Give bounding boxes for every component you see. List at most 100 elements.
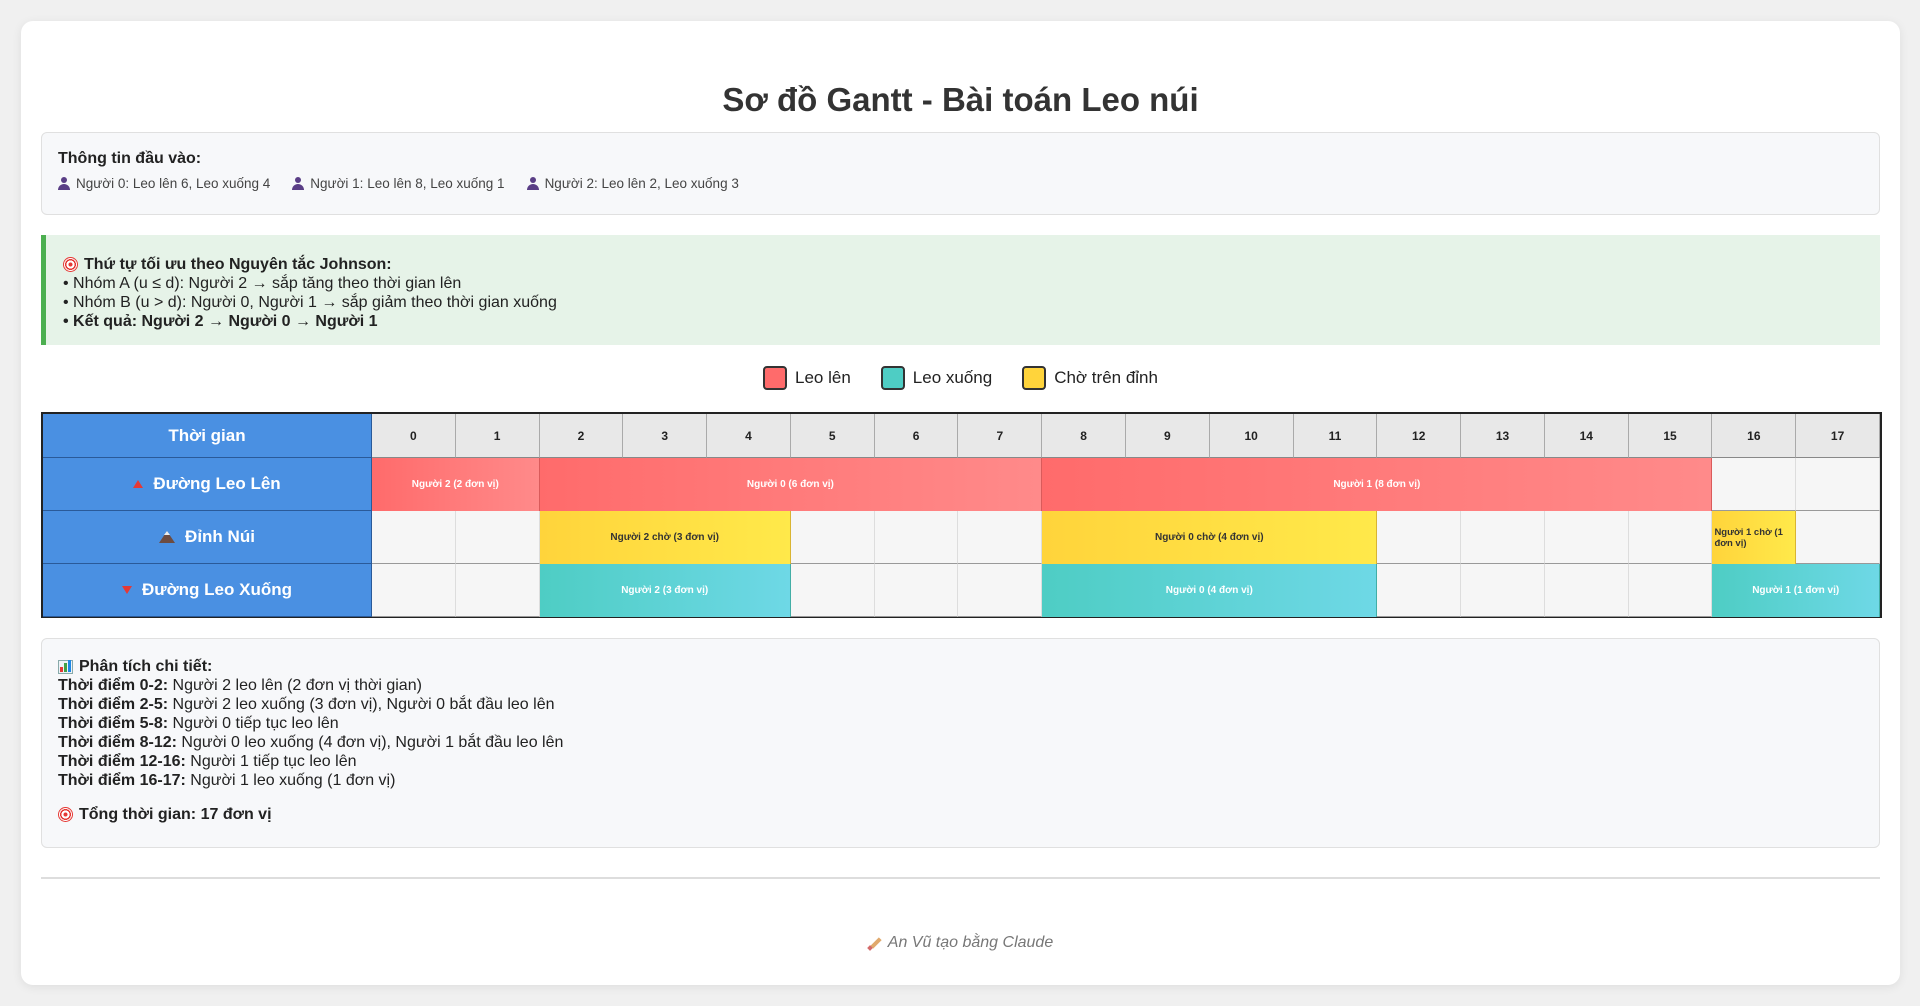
time-tick: 8 <box>1042 414 1126 458</box>
person-item: Người 1: Leo lên 8, Leo xuống 1 <box>292 176 505 191</box>
gantt-bar: Người 2 (2 đơn vị) <box>372 458 540 511</box>
legend-item-up: Leo lên <box>763 366 851 390</box>
analysis-text: Người 1 leo xuống (1 đơn vị) <box>185 772 396 789</box>
grid-cell <box>874 564 959 617</box>
time-tick: 1 <box>455 414 540 458</box>
lane-label: Đường Leo Xuống <box>43 564 372 617</box>
time-tick: 12 <box>1377 414 1462 458</box>
johnson-group-b: • Nhóm B (u > d): Người 0, Người 1 → sắp… <box>63 294 557 311</box>
analysis-line: Thời điểm 5-8: Người 0 tiếp tục leo lên <box>58 714 1879 733</box>
time-tick: 2 <box>539 414 624 458</box>
grid-cell <box>1796 458 1880 511</box>
analysis-time: Thời điểm 5-8: <box>58 715 169 732</box>
person-icon <box>526 177 539 190</box>
person-icon <box>292 177 305 190</box>
analysis-line: Thời điểm 2-5: Người 2 leo xuống (3 đơn … <box>58 695 1879 714</box>
page-title: Sơ đồ Gantt - Bài toán Leo núi <box>722 81 1199 118</box>
time-tick: 3 <box>623 414 708 458</box>
analysis-time: Thời điểm 0-2: <box>58 677 169 694</box>
grid-cell <box>1628 564 1713 617</box>
analysis-time: Thời điểm 12-16: <box>58 753 186 770</box>
time-tick: 15 <box>1628 414 1713 458</box>
time-tick: 14 <box>1544 414 1629 458</box>
mountain-icon <box>159 531 176 543</box>
footer-divider <box>41 877 1880 879</box>
analysis-panel: Phân tích chi tiết: Thời điểm 0-2: Người… <box>41 638 1880 848</box>
gantt-bar: Người 1 chờ (1 đơn vị) <box>1712 511 1797 564</box>
main-card: Sơ đồ Gantt - Bài toán Leo núi Thông tin… <box>21 21 1900 985</box>
time-tick: 17 <box>1796 414 1880 458</box>
grid-cell <box>1628 511 1713 564</box>
input-info-title: Thông tin đầu vào: <box>58 150 202 167</box>
johnson-group-a: • Nhóm A (u ≤ d): Người 2 → sắp tăng the… <box>63 275 462 292</box>
time-tick: 6 <box>874 414 959 458</box>
gantt-bar: Người 1 (8 đơn vị) <box>1042 458 1713 511</box>
legend-label-up: Leo lên <box>795 368 851 387</box>
analysis-text: Người 1 tiếp tục leo lên <box>185 753 357 770</box>
grid-cell <box>1796 511 1880 564</box>
grid-cell <box>958 564 1043 617</box>
time-tick: 9 <box>1126 414 1210 458</box>
grid-cell <box>1461 511 1545 564</box>
lane-label: Đường Leo Lên <box>43 458 372 511</box>
gantt-bar: Người 2 chờ (3 đơn vị) <box>539 511 791 564</box>
grid-cell <box>1544 511 1629 564</box>
grid-cell <box>1377 564 1462 617</box>
grid-cell <box>958 511 1043 564</box>
legend-swatch-up <box>763 366 788 390</box>
legend-item-wait: Chờ trên đỉnh <box>1022 366 1158 390</box>
grid-cell <box>372 564 456 617</box>
analysis-time: Thời điểm 16-17: <box>58 772 186 789</box>
time-header-label: Thời gian <box>43 414 372 458</box>
chart-legend: Leo lên Leo xuống Chờ trên đỉnh <box>21 366 1900 390</box>
johnson-panel: Thứ tự tối ưu theo Nguyên tắc Johnson: •… <box>41 235 1880 345</box>
analysis-line: Thời điểm 0-2: Người 2 leo lên (2 đơn vị… <box>58 676 1879 695</box>
lane-name: Đỉnh Núi <box>185 527 255 546</box>
johnson-result: • Kết quả: Người 2 → Người 0 → Người 1 <box>63 313 378 330</box>
analysis-text: Người 2 leo xuống (3 đơn vị), Người 0 bắ… <box>168 696 555 713</box>
person-item: Người 0: Leo lên 6, Leo xuống 4 <box>58 176 270 191</box>
grid-cell <box>372 511 456 564</box>
gantt-bar: Người 0 chờ (4 đơn vị) <box>1042 511 1378 564</box>
grid-cell <box>874 511 959 564</box>
analysis-title-row: Phân tích chi tiết: <box>58 657 1879 676</box>
lane-name: Đường Leo Lên <box>153 474 281 493</box>
grid-cell <box>455 564 540 617</box>
person-text: Người 1: Leo lên 8, Leo xuống 1 <box>310 176 505 191</box>
grid-cell <box>1461 564 1545 617</box>
grid-cell <box>790 511 875 564</box>
person-item: Người 2: Leo lên 2, Leo xuống 3 <box>526 176 739 191</box>
time-tick: 0 <box>372 414 456 458</box>
analysis-text: Người 0 leo xuống (4 đơn vị), Người 1 bắ… <box>176 734 564 751</box>
analysis-total-row: Tổng thời gian: 17 đơn vị <box>58 805 1879 824</box>
target-icon <box>58 807 73 822</box>
analysis-lines: Thời điểm 0-2: Người 2 leo lên (2 đơn vị… <box>58 676 1879 790</box>
legend-label-wait: Chờ trên đỉnh <box>1054 368 1158 387</box>
lane-name: Đường Leo Xuống <box>142 580 292 599</box>
lane-label: Đỉnh Núi <box>43 511 372 564</box>
footer: An Vũ tạo bằng Claude <box>21 934 1900 952</box>
person-text: Người 0: Leo lên 6, Leo xuống 4 <box>76 176 271 191</box>
person-text: Người 2: Leo lên 2, Leo xuống 3 <box>544 176 739 191</box>
johnson-title: Thứ tự tối ưu theo Nguyên tắc Johnson: <box>84 256 392 273</box>
analysis-text: Người 0 tiếp tục leo lên <box>168 715 339 732</box>
time-tick: 7 <box>958 414 1043 458</box>
legend-label-down: Leo xuống <box>912 368 993 387</box>
target-icon <box>63 257 78 272</box>
johnson-title-row: Thứ tự tối ưu theo Nguyên tắc Johnson: <box>63 255 1880 274</box>
pencil-icon <box>868 936 882 950</box>
input-info-panel: Thông tin đầu vào: Người 0: Leo lên 6, L… <box>41 132 1880 215</box>
analysis-text: Người 2 leo lên (2 đơn vị thời gian) <box>168 677 422 694</box>
analysis-line: Thời điểm 12-16: Người 1 tiếp tục leo lê… <box>58 752 1879 771</box>
grid-cell <box>1544 564 1629 617</box>
time-tick: 16 <box>1712 414 1797 458</box>
gantt-bar: Người 1 (1 đơn vị) <box>1712 564 1880 617</box>
footer-text: An Vũ tạo bằng Claude <box>887 934 1054 951</box>
legend-swatch-down <box>880 366 905 390</box>
legend-swatch-wait <box>1022 366 1047 390</box>
gantt-bar: Người 0 (4 đơn vị) <box>1042 564 1378 617</box>
analysis-title: Phân tích chi tiết: <box>79 658 213 675</box>
analysis-time: Thời điểm 2-5: <box>58 696 169 713</box>
analysis-line: Thời điểm 16-17: Người 1 leo xuống (1 đơ… <box>58 771 1879 790</box>
